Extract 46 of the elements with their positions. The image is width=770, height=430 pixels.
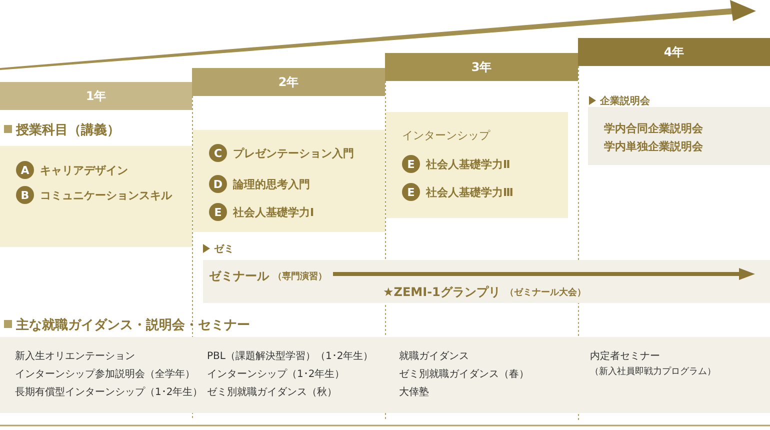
note-text: （専門演習） xyxy=(273,270,327,283)
course-panel xyxy=(193,130,385,232)
item-text: 内定者セミナー xyxy=(590,350,660,363)
letter-badge: E xyxy=(209,203,227,221)
item-text: ゼミ別就職ガイダンス（春） xyxy=(399,368,529,381)
letter-badge: E xyxy=(402,155,420,173)
year-header: 2年 xyxy=(192,68,385,96)
letter-badge: D xyxy=(209,175,227,193)
course-panel xyxy=(386,112,568,218)
item-text: ★ZEMI-1グランプリ xyxy=(383,284,500,301)
sub-heading: ゼミ xyxy=(214,243,234,256)
year-header: 3年 xyxy=(385,53,578,81)
course-panel xyxy=(0,146,192,247)
item-text: PBL（課題解決型学習）（1･2年生） xyxy=(207,350,374,363)
item-text: インターンシップ xyxy=(402,128,490,143)
item-text: ゼミナール xyxy=(209,268,269,285)
letter-badge: E xyxy=(402,183,420,201)
course-name: 社会人基礎学力Ⅲ xyxy=(426,185,514,200)
item-text: 学内合同企業説明会 xyxy=(604,121,703,136)
info-panel xyxy=(588,107,770,165)
course-name: 社会人基礎学力Ⅰ xyxy=(233,205,314,220)
course-name: キャリアデザイン xyxy=(40,163,128,178)
letter-badge: A xyxy=(16,161,34,179)
guidance-band xyxy=(0,337,770,413)
item-text: （新入社員即戦力プログラム） xyxy=(590,365,716,378)
section-heading: 主な就職ガイダンス・説明会・セミナー xyxy=(16,316,250,334)
item-text: 就職ガイダンス xyxy=(399,350,469,363)
course-name: コミュニケーションスキル xyxy=(40,188,172,203)
item-text: 大倖塾 xyxy=(399,386,429,399)
course-name: 論理的思考入門 xyxy=(233,177,310,192)
section-heading: 授業科目（講義） xyxy=(16,122,120,139)
seminar-band xyxy=(203,260,770,303)
note-text: （ゼミナール大会） xyxy=(505,286,586,299)
letter-badge: B xyxy=(16,186,34,204)
year-header: 1年 xyxy=(0,82,192,110)
item-text: 新入生オリエンテーション xyxy=(15,350,135,363)
year-header: 4年 xyxy=(578,38,770,66)
item-text: 学内単独企業説明会 xyxy=(604,139,703,154)
item-text: ゼミ別就職ガイダンス（秋） xyxy=(207,386,337,399)
sub-heading: 企業説明会 xyxy=(600,94,650,108)
item-text: インターンシップ参加説明会（全学年） xyxy=(15,368,195,381)
course-name: プレゼンテーション入門 xyxy=(233,146,354,161)
item-text: インターンシップ（1･2年生） xyxy=(207,368,345,381)
item-text: 長期有償型インターンシップ（1･2年生） xyxy=(15,386,203,399)
letter-badge: C xyxy=(209,144,227,162)
course-name: 社会人基礎学力Ⅱ xyxy=(426,157,510,172)
